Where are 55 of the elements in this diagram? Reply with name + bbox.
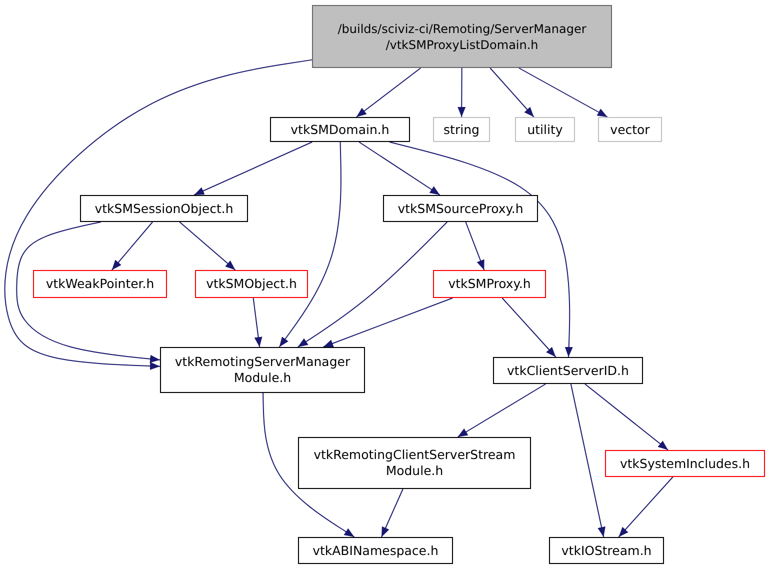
file-box (515, 117, 575, 142)
file-box (270, 117, 410, 142)
arrow (252, 298, 262, 348)
arrow (358, 142, 440, 196)
file-box (598, 117, 662, 142)
file-name: vtkIOStream.h (561, 542, 652, 558)
file-name: string (444, 122, 480, 138)
arrow (322, 298, 454, 348)
arrow (179, 222, 236, 270)
file-name: vtkClientServerID.h (507, 362, 629, 378)
arrow (465, 222, 485, 270)
arrow (356, 68, 422, 118)
arrow (457, 384, 546, 438)
file-box (605, 450, 765, 477)
file-box (33, 270, 167, 298)
arrow (381, 488, 404, 538)
file-name: vtkSMObject.h (206, 276, 297, 292)
arrow (194, 142, 313, 196)
file-box (298, 537, 453, 564)
arrow (570, 384, 606, 538)
file-box (549, 537, 664, 564)
arrow (389, 142, 573, 358)
file-box (312, 5, 612, 68)
arrow (278, 142, 342, 348)
arrow (490, 68, 534, 118)
file-name: vtkRemotingServerManager Module.h (174, 354, 352, 386)
arrow (297, 222, 448, 348)
arrow (111, 222, 154, 270)
file-box (298, 437, 531, 489)
arrow (16, 222, 160, 363)
file-name: vector (610, 122, 650, 138)
file-box (195, 270, 308, 298)
file-name: vtkSystemIncludes.h (620, 456, 750, 472)
file-name: utility (527, 122, 563, 138)
file-name: vtkSMDomain.h (290, 122, 390, 138)
arrow (4, 59, 312, 370)
arrow (518, 68, 608, 118)
file-name: /builds/sciviz-ci/Remoting/ServerManager /vtkSMProxyListDomain.h (336, 20, 588, 52)
arrow (262, 392, 355, 538)
file-name: vtkSMSessionObject.h (94, 200, 234, 216)
arrow (618, 476, 674, 538)
file-box (493, 357, 643, 384)
file-box (383, 195, 538, 222)
file-name: vtkSMProxy.h (448, 276, 531, 292)
file-name: vtkWeakPointer.h (46, 276, 154, 292)
file-name: vtkABINamespace.h (312, 542, 438, 558)
arrow (584, 384, 669, 450)
file-box (433, 117, 490, 142)
arrow (502, 298, 556, 358)
file-name: vtkRemotingClientServerStream Module.h (312, 447, 516, 479)
file-box (160, 347, 365, 393)
arrow (458, 68, 466, 118)
file-name: vtkSMSourceProxy.h (398, 200, 524, 216)
file-box (80, 195, 248, 222)
file-box (433, 270, 546, 298)
